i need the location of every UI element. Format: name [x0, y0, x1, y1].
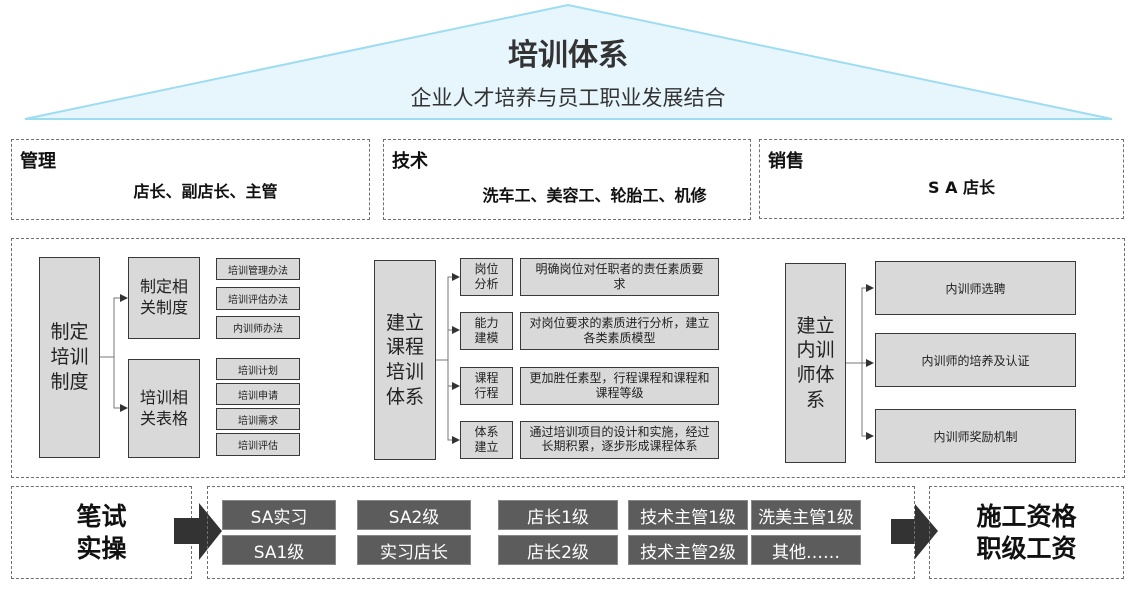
level-badge: 技术主管1级 — [628, 500, 748, 530]
trainer-item: 内训师奖励机制 — [875, 409, 1076, 463]
system-item: 培训评估 — [216, 433, 300, 456]
qualification-label: 施工资格职级工资 — [976, 502, 1077, 563]
category-roles: S A 店长 — [927, 178, 996, 197]
level-badge: 实习店长 — [357, 535, 471, 565]
category-roles: 洗车工、美容工、轮胎工、机修 — [482, 186, 707, 205]
course-root-box: 建立课程培训体系 — [374, 260, 436, 460]
level-badge: 技术主管2级 — [628, 535, 748, 565]
system-item: 培训管理办法 — [216, 258, 300, 280]
level-badge: 洗美主管1级 — [751, 500, 861, 530]
course-step-label: 岗位分析 — [460, 258, 513, 296]
course-step-desc: 对岗位要求的素质进行分析，建立各类素质模型 — [520, 312, 719, 350]
level-badge: SA1级 — [222, 535, 336, 565]
course-step-label: 能力建模 — [460, 312, 513, 350]
system-branch-box: 培训相关表格 — [128, 359, 200, 458]
system-item: 培训申请 — [216, 383, 300, 405]
system-item: 培训计划 — [216, 358, 300, 380]
training-structure-panel — [11, 238, 1125, 478]
category-title: 销售 — [768, 151, 804, 172]
system-item: 内训师办法 — [216, 316, 300, 339]
level-badge: SA2级 — [357, 500, 471, 530]
category-title: 管理 — [20, 151, 56, 172]
course-step-desc: 更加胜任素型，行程课程和课程和课程等级 — [520, 367, 719, 405]
system-branch-box: 制定相关制度 — [128, 257, 200, 339]
qualification-box: 施工资格职级工资 — [929, 486, 1124, 579]
course-step-desc: 明确岗位对任职者的责任素质要求 — [520, 258, 719, 296]
category-management: 管理 店长、副店长、主管 — [11, 139, 370, 220]
course-step-label: 体系建立 — [460, 421, 513, 459]
category-title: 技术 — [392, 151, 428, 172]
system-item: 培训需求 — [216, 408, 300, 430]
system-root-box: 制定培训制度 — [39, 257, 100, 458]
exam-box: 笔试实操 — [11, 486, 192, 579]
page-subtitle: 企业人才培养与员工职业发展结合 — [410, 86, 726, 110]
level-badge: 店长2级 — [498, 535, 618, 565]
course-step-desc: 通过培训项目的设计和实施，经过长期积累，逐步形成课程体系 — [520, 421, 719, 459]
course-step-label: 课程行程 — [460, 367, 513, 405]
level-badge: 店长1级 — [498, 500, 618, 530]
level-badge: SA实习 — [222, 500, 336, 530]
category-sales: 销售 S A 店长 — [759, 139, 1124, 219]
trainer-item: 内训师选聘 — [875, 261, 1076, 315]
category-technical: 技术 洗车工、美容工、轮胎工、机修 — [383, 139, 751, 220]
trainer-root-box: 建立内训师体系 — [785, 263, 846, 463]
category-roles: 店长、副店长、主管 — [133, 182, 278, 201]
system-item: 培训评估办法 — [216, 287, 300, 310]
trainer-item: 内训师的培养及认证 — [875, 333, 1076, 387]
page-title: 培训体系 — [508, 38, 628, 73]
exam-label: 笔试实操 — [76, 502, 127, 563]
level-badge: 其他…… — [751, 535, 861, 565]
levels-panel — [207, 486, 915, 579]
